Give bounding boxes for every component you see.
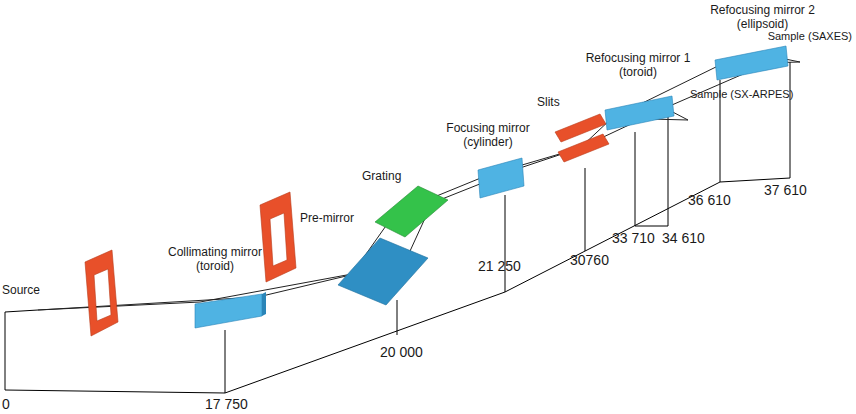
- axis-lines: [5, 62, 790, 393]
- part-label: Grating: [362, 170, 401, 184]
- distance-mark: 37 610: [764, 182, 807, 198]
- part-label: Slits: [537, 96, 560, 110]
- refocusing-mirror-2: [715, 46, 788, 80]
- slit-blade: [558, 134, 609, 162]
- focusing-mirror: [478, 158, 524, 198]
- sample-label: Sample (SAXES): [768, 30, 852, 43]
- distance-mark: 21 250: [478, 258, 521, 274]
- distance-mark: 36 610: [688, 192, 731, 208]
- part-label: Pre-mirror: [300, 212, 354, 226]
- distance-mark: 34 610: [662, 230, 705, 246]
- distance-mark: 33 710: [612, 230, 655, 246]
- collimating-mirror: [195, 294, 262, 328]
- sample-label: Sample (SX-ARPES): [690, 88, 793, 101]
- distance-mark: 17 750: [205, 396, 248, 412]
- aperture: [85, 250, 118, 336]
- distance-mark: 20 000: [380, 344, 423, 360]
- grating: [375, 186, 448, 237]
- source-label: Source: [2, 284, 40, 298]
- pre-mirror: [338, 238, 428, 305]
- aperture: [260, 192, 296, 282]
- part-label: Focusing mirror (cylinder): [432, 122, 544, 150]
- beam-rays: [38, 58, 800, 310]
- mirror-edge: [262, 292, 266, 316]
- refocusing-mirror-1: [605, 96, 674, 130]
- part-label: Refocusing mirror 1 (toroid): [582, 52, 694, 80]
- distance-mark: 0: [2, 396, 10, 412]
- part-label: Refocusing mirror 2 (ellipsoid): [700, 4, 825, 32]
- part-label: Collimating mirror (toroid): [160, 246, 270, 274]
- distance-mark: 30760: [570, 252, 609, 268]
